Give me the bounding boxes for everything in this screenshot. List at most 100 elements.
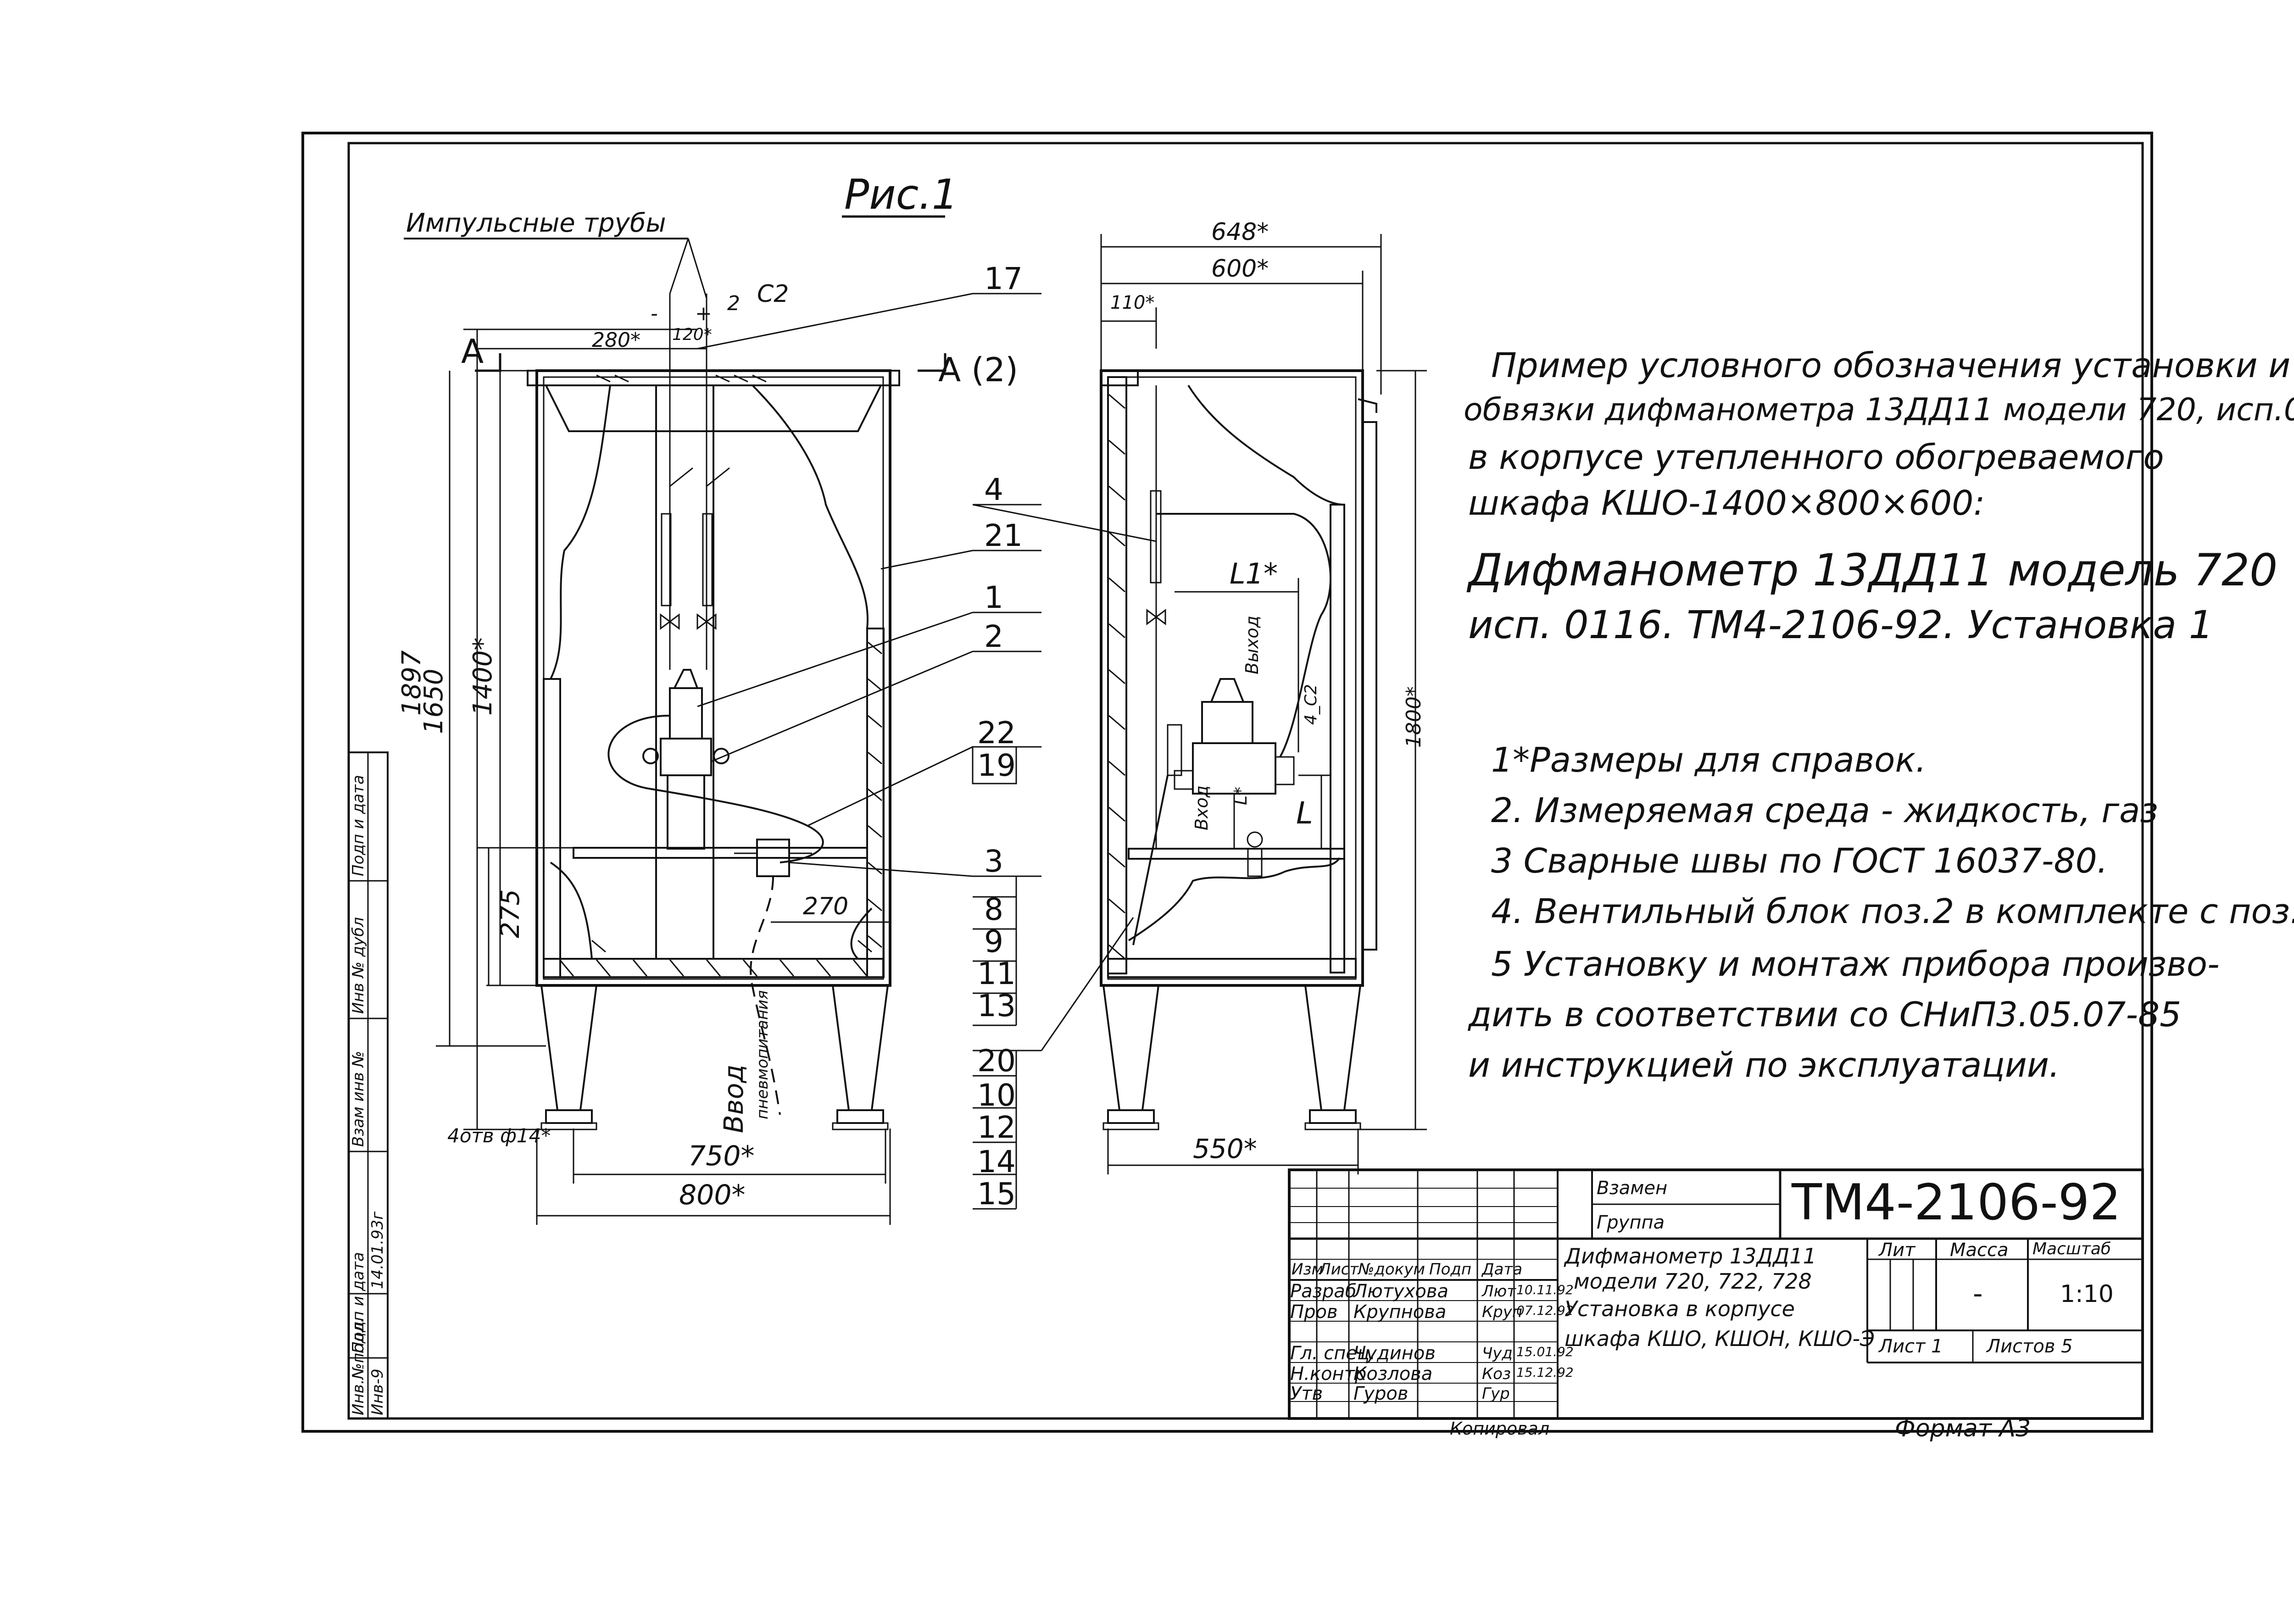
- side-view: [1100, 234, 1427, 1174]
- dim-1650: 1650: [419, 668, 449, 734]
- tb-row2-name: Крупнова: [1353, 1301, 1447, 1323]
- tb-sheets: Листов 5: [1987, 1336, 2073, 1357]
- tb-massa: Масса: [1950, 1240, 2009, 1261]
- tb-row5-role: Утв: [1290, 1383, 1323, 1404]
- tb-row1-name: Лютухова: [1353, 1281, 1448, 1302]
- dim-110: 110*: [1110, 292, 1155, 313]
- tb-row3-name: Чудинов: [1353, 1343, 1436, 1364]
- tb-row5-name: Гуров: [1353, 1383, 1409, 1404]
- dim-1400: 1400*: [468, 637, 498, 716]
- tb-lit: Лит: [1879, 1240, 1915, 1261]
- tb-head-izm: Изм: [1292, 1260, 1324, 1279]
- tb-row1-date: 10.11.92: [1516, 1282, 1574, 1297]
- designation-line-2: исп. 0116. ТМ4-2106-92. Установка 1: [1468, 602, 2214, 647]
- tb-row4-role: Н.контр: [1290, 1363, 1367, 1385]
- strip-sign-date-label: Подп и дата: [349, 1252, 367, 1353]
- dim-600: 600*: [1211, 255, 1269, 283]
- dim-800: 800*: [679, 1179, 746, 1211]
- front-view: Рис.1 Импульсные трубы: [404, 171, 958, 1225]
- tb-massa-value: -: [1973, 1278, 1983, 1310]
- callout-21: 21: [984, 518, 1023, 553]
- strip-sign-date-value: 14.01.93г: [368, 1211, 387, 1289]
- tb-doc-code: ТМ4-2106-92: [1792, 1174, 2121, 1231]
- dim-gap: 2: [727, 292, 740, 315]
- example-line-3: в корпусе утепленного обогреваемого: [1468, 438, 2164, 477]
- tb-row2-sign: Круп: [1482, 1303, 1523, 1321]
- tb-row4-date: 15.12.92: [1516, 1365, 1574, 1380]
- callout-leaders: [697, 293, 1157, 1210]
- dim-l: L: [1296, 795, 1313, 831]
- tb-scale-value: 1:10: [2060, 1280, 2114, 1308]
- designation-line-1: Дифманометр 13ДД11 модель 720: [1468, 545, 2278, 596]
- tb-row5-sign: Гур: [1482, 1385, 1510, 1403]
- section-mark-a: A: [461, 332, 484, 371]
- callout-17: 17: [984, 261, 1023, 296]
- inlet-sub: пневмопитания: [753, 990, 772, 1119]
- dim-l-small: L*: [1231, 786, 1251, 805]
- format-label: Формат А3: [1895, 1415, 2031, 1442]
- strip-replace-label: Взам инв №: [349, 1051, 367, 1147]
- callout-4: 4: [984, 472, 1003, 507]
- dim-minus: -: [651, 302, 658, 325]
- tb-title-1: Дифманометр 13ДД11: [1565, 1244, 1816, 1268]
- tb-row2-role: Пров: [1290, 1301, 1338, 1323]
- section-mark-ref: A (2): [938, 350, 1019, 389]
- tb-row4-sign: Коз: [1482, 1365, 1511, 1383]
- note-4: 4. Вентильный блок поз.2 в комплекте с п…: [1491, 892, 2294, 931]
- side-outlet-label: Выход: [1242, 615, 1262, 674]
- tb-row3-role: Гл. спец.: [1290, 1343, 1375, 1364]
- callout-2: 2: [984, 619, 1003, 654]
- dim-l1: L1*: [1230, 557, 1278, 590]
- dim-plus: +: [695, 302, 712, 325]
- figure-title: Рис.1: [844, 171, 958, 219]
- impulse-tubes-label: Импульсные трубы: [406, 208, 666, 238]
- callout-10: 10: [977, 1078, 1016, 1113]
- tb-row2-date: 07.12.92: [1516, 1303, 1574, 1318]
- callout-8: 8: [984, 892, 1003, 927]
- callout-1: 1: [984, 580, 1003, 615]
- tb-head-data: Дата: [1482, 1260, 1523, 1279]
- callout-9: 9: [984, 924, 1003, 959]
- callout-12: 12: [977, 1110, 1016, 1145]
- example-line-4: шкафа КШО-1400×800×600:: [1468, 484, 1985, 523]
- callout-22: 22: [977, 715, 1016, 751]
- tb-row3-date: 15.01.92: [1516, 1344, 1574, 1359]
- outer-frame: [301, 132, 2153, 1433]
- tb-row3-sign: Чуд: [1482, 1344, 1513, 1363]
- dim-275: 275: [496, 889, 525, 938]
- tb-title-4: шкафа КШО, КШОН, КШО-Э: [1565, 1326, 1875, 1351]
- copied-label: Копировал: [1450, 1418, 1550, 1439]
- dim-holes: 4отв ф14*: [447, 1124, 551, 1147]
- dim-c2-side: 4_С2: [1302, 684, 1320, 725]
- example-line-2: обвязки дифманометра 13ДД11 модели 720, …: [1464, 392, 2294, 428]
- tb-masshtab: Масштаб: [2032, 1240, 2111, 1258]
- tb-row1-role: Разраб: [1290, 1281, 1357, 1302]
- inlet-label: Ввод: [718, 1064, 749, 1133]
- tb-row4-name: Козлова: [1353, 1363, 1433, 1385]
- strip-inv-label: Инв.№подл.: [349, 1318, 367, 1415]
- side-strip: Инв.№подл. Инв-9 Подп и дата 14.01.93г В…: [348, 751, 389, 1419]
- tb-head-list: Лист: [1319, 1260, 1359, 1279]
- dim-750: 750*: [688, 1140, 755, 1172]
- note-2: 2. Измеряемая среда - жидкость, газ: [1491, 791, 2158, 830]
- dim-550: 550*: [1193, 1133, 1257, 1164]
- dim-c2: С2: [757, 280, 789, 308]
- tb-gruppa: Группа: [1597, 1212, 1665, 1233]
- callout-11: 11: [977, 956, 1016, 991]
- callout-13: 13: [977, 988, 1016, 1023]
- note-1: 1*Размеры для справок.: [1491, 740, 1927, 780]
- note-3: 3 Сварные швы по ГОСТ 16037-80.: [1491, 841, 2108, 881]
- strip-inv-value: Инв-9: [368, 1368, 387, 1415]
- note-5c: и инструкцией по эксплуатации.: [1468, 1046, 2060, 1085]
- example-line-1: Пример условного обозначения установки и: [1491, 346, 2291, 385]
- dim-120: 120*: [672, 325, 712, 344]
- note-5a: 5 Установку и монтаж прибора произво-: [1491, 945, 2220, 984]
- callout-19: 19: [977, 748, 1016, 783]
- tb-head-doc: №докум: [1358, 1260, 1425, 1279]
- strip-sign-date2-label: Подп и дата: [349, 775, 367, 876]
- dim-648: 648*: [1211, 218, 1269, 246]
- dim-280: 280*: [592, 328, 640, 352]
- tb-title-2: модели 720, 722, 728: [1574, 1269, 1812, 1294]
- tb-vzamen: Взамен: [1597, 1178, 1668, 1199]
